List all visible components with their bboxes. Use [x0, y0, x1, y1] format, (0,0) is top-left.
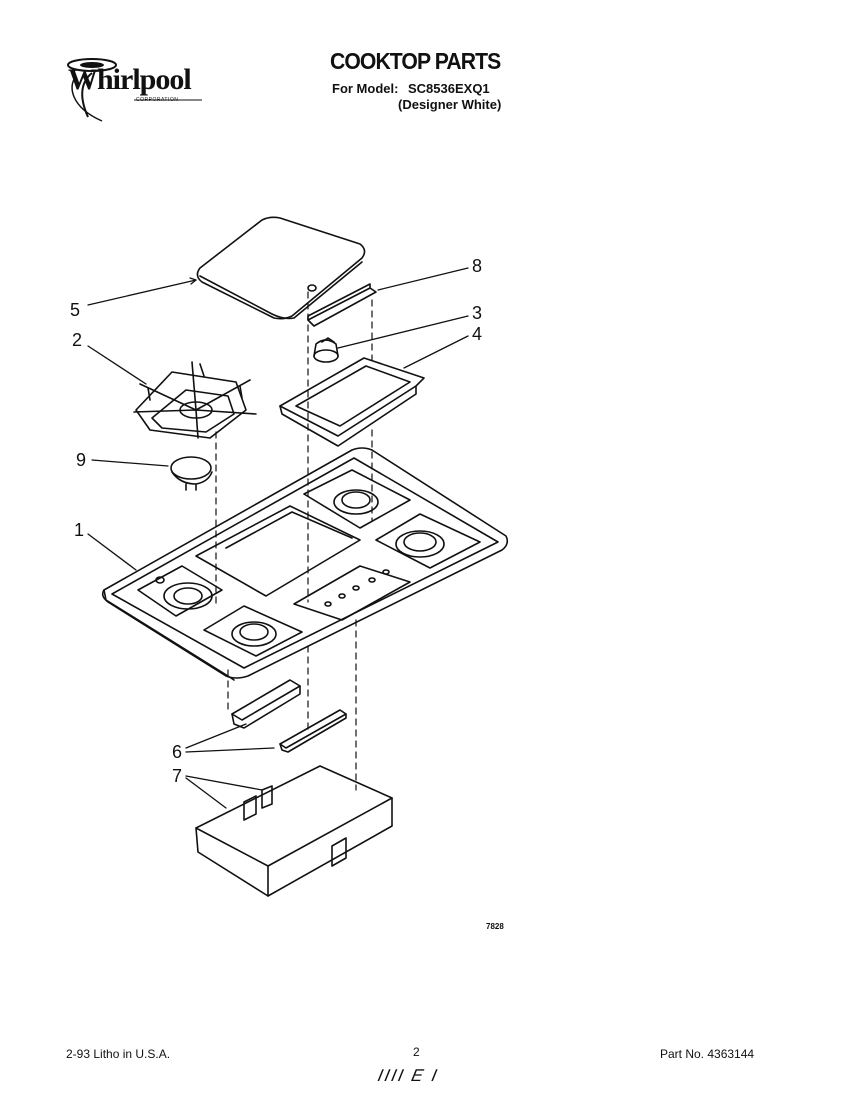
footer-page-number: 2: [413, 1045, 420, 1059]
callout-2: 2: [72, 330, 82, 350]
leader-lines: [87, 267, 469, 809]
callout-9: 9: [76, 450, 86, 470]
callout-5: 5: [70, 300, 80, 320]
part-6-brackets: [231, 679, 347, 753]
whirlpool-logo: Whirlpool CORPORATION: [62, 55, 212, 125]
callout-1: 1: [74, 520, 84, 540]
footer-print-info: 2-93 Litho in U.S.A.: [66, 1047, 171, 1061]
model-number: SC8536EXQ1: [408, 81, 490, 96]
page-title: COOKTOP PARTS: [330, 48, 501, 74]
alignment-guides: [215, 291, 373, 791]
part-4-control-frame: [279, 357, 425, 447]
callout-8: 8: [472, 256, 482, 276]
part-1-cooktop: [101, 447, 509, 681]
part-8-strip: [307, 283, 377, 327]
part-7-box-frame: [195, 765, 393, 897]
footer-part-number: Part No. 4363144: [660, 1047, 755, 1061]
footer-stamp: IIII E I: [376, 1066, 441, 1085]
model-label: For Model:: [332, 81, 399, 96]
callout-3: 3: [472, 303, 482, 323]
callout-4: 4: [472, 324, 482, 344]
figure-code: 7828: [486, 922, 504, 931]
callout-7: 7: [172, 766, 182, 786]
part-2-burner-grate: [133, 361, 257, 439]
part-5-cover-plate: [196, 216, 366, 320]
model-finish: (Designer White): [398, 97, 502, 112]
logo-subtext: CORPORATION: [136, 97, 179, 103]
part-3-knob: [313, 337, 339, 363]
callout-6: 6: [172, 742, 182, 762]
logo-wordmark: Whirlpool: [68, 63, 192, 96]
part-9-burner-cap: [170, 456, 213, 491]
logo-swirl-icon: [67, 58, 202, 122]
